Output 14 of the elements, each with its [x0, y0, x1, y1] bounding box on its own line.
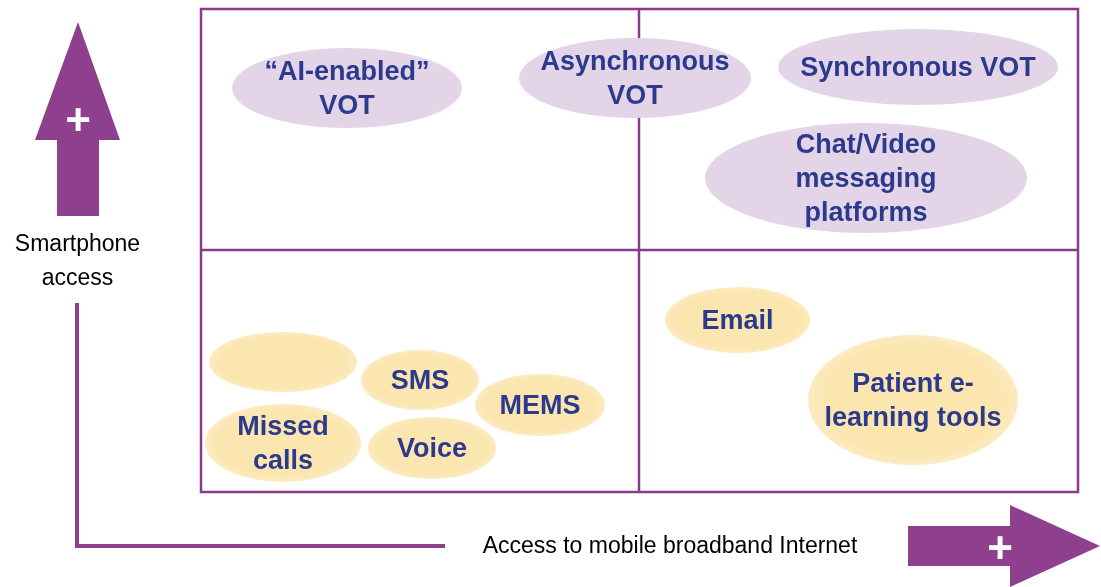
axis-title: Smartphone access	[13, 229, 142, 292]
oval-label: Chat/Video messaging platforms	[705, 123, 1027, 233]
oval-label: Missed calls	[205, 404, 361, 482]
plus-sign: +	[64, 98, 92, 142]
oval-label: SMS	[361, 350, 479, 410]
oval-label: Patient e-learning tools	[808, 335, 1018, 465]
axis-title: Access to mobile broadband Internet	[481, 531, 859, 560]
oval-label: MEMS	[475, 374, 605, 436]
oval-label: “AI-enabled” VOT	[232, 48, 462, 128]
oval-label: Asynchronous VOT	[519, 38, 751, 118]
oval-label: Synchronous VOT	[778, 29, 1058, 105]
plus-sign: +	[986, 526, 1014, 570]
oval-label: Voice	[368, 417, 496, 479]
oval-label: Email	[665, 287, 810, 353]
